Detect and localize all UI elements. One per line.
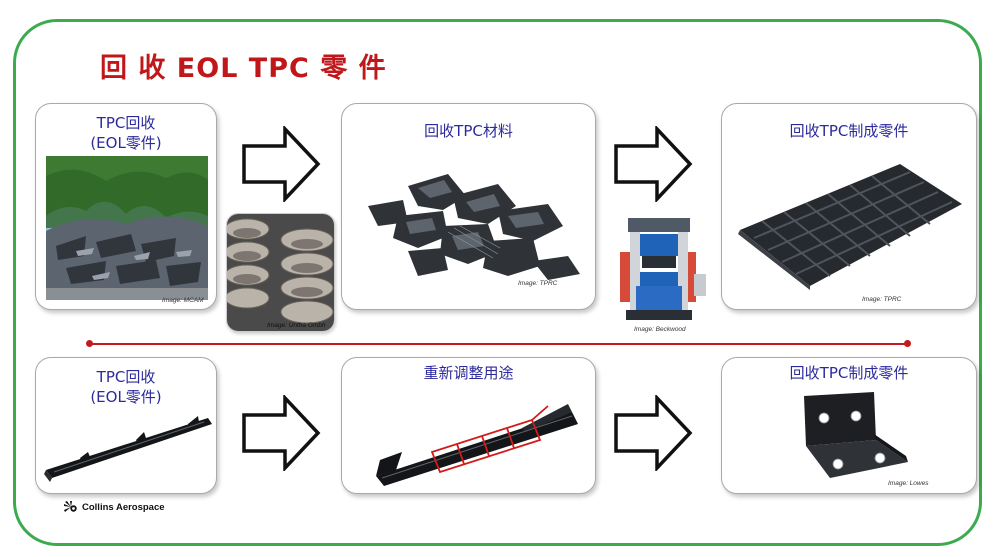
collins-logo-icon <box>64 501 77 512</box>
press-machine-image <box>620 218 706 320</box>
image-credit: Image: TPRC <box>862 296 902 303</box>
scrap-pile-image <box>46 156 208 300</box>
recycled-part-card-bottom: 回收TPC制成零件 Image: Lowes <box>721 357 977 494</box>
ribbed-panel-image <box>738 164 962 290</box>
image-credit: Image: MCAM <box>162 297 204 304</box>
card-label-line1: TPC回收 <box>96 368 156 386</box>
shredder-card: Image: Untha Gmbh <box>226 213 335 332</box>
row-divider <box>89 343 908 345</box>
material-flakes-image <box>368 174 580 280</box>
angle-bracket-image <box>804 392 908 478</box>
eol-parts-card-bottom: TPC回收 (EOL零件) <box>35 357 217 494</box>
press-machine: Image: Beckwood <box>614 212 714 336</box>
card-label-line1: TPC回收 <box>96 114 156 132</box>
eol-parts-card-top: TPC回收 (EOL零件) Image: MCAM <box>35 103 217 310</box>
shredder-image <box>227 214 334 331</box>
image-credit: Image: Beckwood <box>634 326 686 333</box>
card-label: 回收TPC制成零件 <box>789 122 909 140</box>
arrow-right-icon <box>614 395 693 471</box>
image-credit: Image: Lowes <box>888 480 929 487</box>
card-label: 重新调整用途 <box>423 364 514 382</box>
card-label-line2: (EOL零件) <box>90 134 162 152</box>
recycled-material-card: 回收TPC材料 Image: TPRC <box>341 103 596 310</box>
arrow-right-icon <box>242 395 321 471</box>
arrow-right-icon <box>614 126 693 202</box>
recycled-part-card-top: 回收TPC制成零件 Image: TPRC <box>721 103 977 310</box>
divider-end-dot <box>86 340 93 347</box>
page-title: 回 收 EOL TPC 零 件 <box>100 53 387 84</box>
card-label: 回收TPC制成零件 <box>789 364 909 382</box>
card-label: 回收TPC材料 <box>424 122 513 140</box>
arrow-right-icon <box>242 126 321 202</box>
cut-bracket-image <box>376 404 578 486</box>
repurpose-card: 重新调整用途 <box>341 357 596 494</box>
brand-name: Collins Aerospace <box>82 501 165 513</box>
card-label-line2: (EOL零件) <box>90 388 162 406</box>
divider-end-dot <box>904 340 911 347</box>
image-credit: Image: Untha Gmbh <box>267 322 326 329</box>
collins-aerospace-logo: Collins Aerospace <box>64 501 165 513</box>
outer-frame <box>13 19 982 546</box>
long-bracket-image <box>44 416 212 482</box>
image-credit: Image: TPRC <box>518 280 558 287</box>
